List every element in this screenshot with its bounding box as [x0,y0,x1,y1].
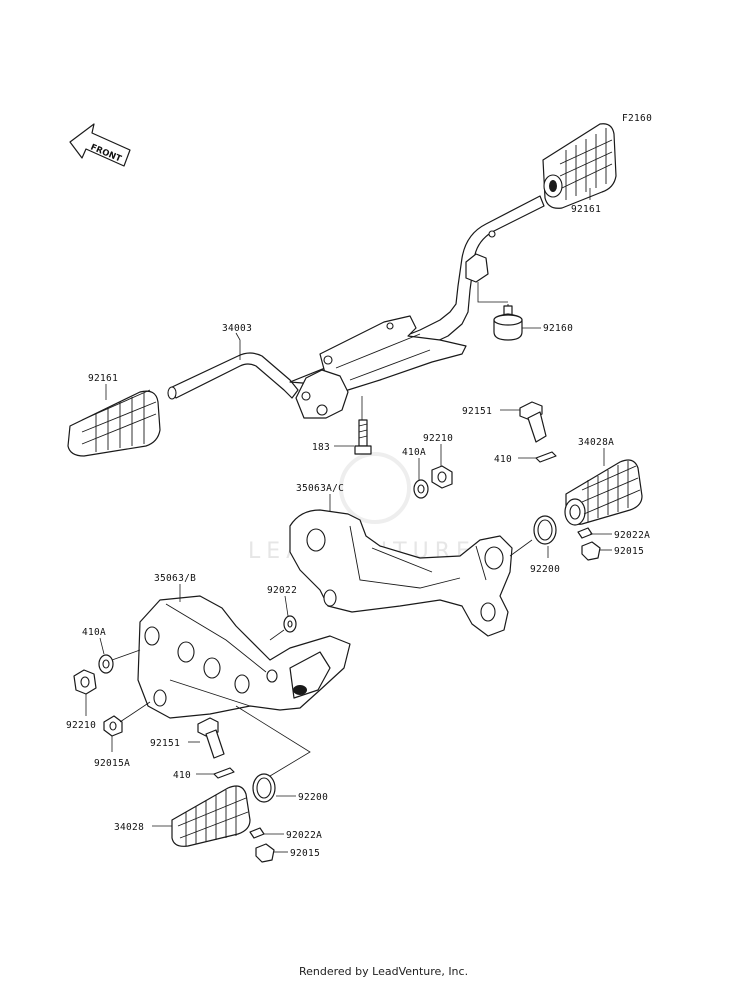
label-92151-top: 92151 [462,406,492,417]
label-92210-top: 92210 [423,433,453,444]
front-arrow-icon: FRONT [69,123,131,167]
footpeg-rubber-rear[interactable] [67,389,161,457]
bolt-92151-top[interactable] [519,401,547,443]
nut-92015A[interactable] [103,715,123,737]
label-92022A-top: 92022A [614,530,650,541]
washer-410A-bottom[interactable] [98,654,114,674]
washer-92022[interactable] [283,615,297,633]
washer-92200-top[interactable] [533,515,557,545]
bolt-183[interactable] [354,419,372,455]
label-92161-front: 92161 [571,204,601,215]
label-92151-bottom: 92151 [150,738,180,749]
nut-92210-bottom[interactable] [73,669,97,695]
bracket-35063AC[interactable] [289,509,513,637]
footpeg-bar-34003[interactable] [167,195,545,419]
diagram-code: F2160 [622,113,652,124]
leader-lines [85,188,612,853]
footer-credit: Rendered by LeadVenture, Inc. [299,965,468,978]
label-92200-top: 92200 [530,564,560,575]
label-34028: 34028 [114,822,144,833]
label-92022: 92022 [267,585,297,596]
part-labels: 92161 34003 92160 92161 183 410A 92210 9… [66,204,650,859]
label-92015A: 92015A [94,758,130,769]
washer-410-bottom[interactable] [213,767,235,779]
label-92200-bottom: 92200 [298,792,328,803]
label-410A-bottom: 410A [82,627,106,638]
label-34003: 34003 [222,323,252,334]
nut-92015-top[interactable] [581,541,601,561]
pin-92022A-bottom[interactable] [249,827,265,839]
rubber-stopper-92160[interactable] [493,304,523,341]
label-92015-bottom: 92015 [290,848,320,859]
label-410-top: 410 [494,454,512,465]
footpeg-34028A[interactable] [564,459,643,526]
label-183: 183 [312,442,330,453]
label-410A-top: 410A [402,447,426,458]
label-35063B: 35063/B [154,573,196,584]
footpeg-34028[interactable] [171,785,251,847]
pin-92022A-top[interactable] [577,527,593,539]
bracket-35063B[interactable] [137,595,351,719]
label-410-bottom: 410 [173,770,191,781]
bolt-92151-bottom[interactable] [197,717,225,759]
label-92161-rear: 92161 [88,373,118,384]
label-35063AC: 35063A/C [296,483,344,494]
label-92160: 92160 [543,323,573,334]
nut-92015-bottom[interactable] [255,843,275,863]
footpeg-rubber-front[interactable] [542,123,617,209]
label-34028A: 34028A [578,437,614,448]
washer-92200-bottom[interactable] [252,773,276,803]
label-92015-top: 92015 [614,546,644,557]
washer-410-top[interactable] [535,451,557,463]
label-92210-bottom: 92210 [66,720,96,731]
nut-92210-top[interactable] [431,465,453,489]
label-92022A-bottom: 92022A [286,830,322,841]
